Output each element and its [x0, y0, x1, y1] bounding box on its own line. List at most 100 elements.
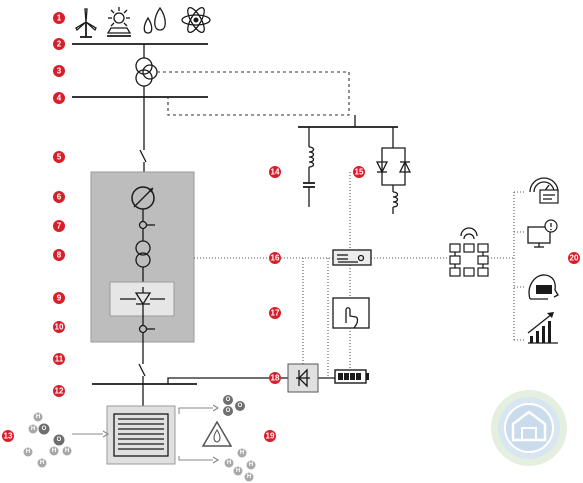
svg-text:4: 4: [57, 94, 62, 103]
dc-feed-to-rectifier: [167, 377, 288, 384]
svg-text:O: O: [57, 437, 62, 443]
oxygen-atom: O: [223, 406, 233, 416]
inductor-icon: [303, 127, 315, 207]
growth-chart-icon: [527, 312, 558, 344]
svg-text:2: 2: [57, 40, 62, 49]
svg-text:H: H: [236, 468, 240, 474]
oxygen-atom: O: [223, 395, 233, 405]
svg-text:O: O: [226, 408, 231, 414]
hydrogen-output-arrow: [178, 456, 220, 464]
oxygen-molecules: O O O: [223, 395, 245, 416]
svg-text:O: O: [42, 426, 47, 432]
svg-text:11: 11: [55, 355, 64, 364]
svg-text:1: 1: [57, 14, 62, 23]
badge-2: 2: [53, 38, 65, 50]
hydrogen-atom: H: [237, 448, 247, 458]
svg-text:H: H: [31, 426, 35, 432]
hydrogen-molecules: H H H H H: [224, 448, 256, 482]
atom-icon: [181, 6, 211, 34]
controller-icon: [332, 249, 372, 266]
svg-text:14: 14: [271, 168, 280, 177]
network-icon: [449, 227, 489, 277]
svg-text:6: 6: [57, 193, 62, 202]
badge-11: 11: [53, 353, 65, 365]
svg-text:10: 10: [55, 323, 64, 332]
alert-monitor-icon: [527, 219, 558, 248]
badge-19: 19: [264, 430, 276, 442]
badge-16: 16: [269, 252, 281, 264]
hydrogen-atom: H: [37, 458, 47, 468]
svg-text:17: 17: [271, 309, 280, 318]
transformer-icon: [135, 57, 158, 87]
hydrogen-atom: H: [33, 412, 43, 422]
hydrogen-atom: H: [233, 466, 243, 476]
svg-text:9: 9: [57, 294, 62, 303]
touch-panel-icon: [332, 297, 370, 329]
svg-text:20: 20: [570, 254, 579, 263]
badge-4: 4: [53, 92, 65, 104]
badge-12: 12: [53, 385, 65, 397]
badge-13: 13: [2, 430, 14, 442]
svg-text:8: 8: [57, 251, 62, 260]
water-input-arrow: [72, 430, 110, 438]
hydrogen-atom: H: [28, 424, 38, 434]
rectifier-icon: [120, 287, 165, 316]
badge-14: 14: [269, 166, 281, 178]
badge-6: 6: [53, 191, 65, 203]
hydrogen-atom: H: [244, 472, 254, 482]
svg-text:12: 12: [55, 387, 64, 396]
badge-1: 1: [53, 12, 65, 24]
hmi-panel-icon: [287, 363, 319, 393]
badge-8: 8: [53, 249, 65, 261]
svg-text:18: 18: [271, 374, 280, 383]
badge-20: 20: [568, 252, 580, 264]
svg-text:H: H: [227, 460, 231, 466]
water-drops-icon: [143, 6, 166, 34]
svg-text:O: O: [226, 397, 231, 403]
svg-text:H: H: [247, 474, 251, 480]
badge-5: 5: [53, 151, 65, 163]
gauge-monitor-icon: [529, 177, 559, 204]
svg-text:O: O: [238, 403, 243, 409]
oxygen-output-arrow: [178, 404, 220, 414]
badge-17: 17: [269, 307, 281, 319]
svg-text:5: 5: [57, 153, 62, 162]
watermark-logo: [491, 390, 567, 466]
svg-text:16: 16: [271, 254, 280, 263]
hydrogen-atom: H: [62, 446, 72, 456]
badge-3: 3: [53, 65, 65, 77]
oxygen-atom: O: [53, 434, 65, 446]
svg-text:H: H: [52, 448, 56, 454]
svg-text:15: 15: [355, 168, 364, 177]
vr-headset-icon: [528, 274, 559, 300]
water-molecules: H H O H O H H H: [23, 412, 72, 468]
hydrogen-atom: H: [49, 446, 59, 456]
oxygen-atom: O: [235, 401, 245, 411]
svg-text:7: 7: [57, 222, 62, 231]
svg-text:H: H: [249, 462, 253, 468]
badge-9: 9: [53, 292, 65, 304]
svg-text:H: H: [36, 414, 40, 420]
transformer-control-line: [157, 71, 350, 116]
svg-text:13: 13: [4, 432, 13, 441]
badge-10: 10: [53, 321, 65, 333]
badge-7: 7: [53, 220, 65, 232]
oxygen-atom: O: [38, 423, 50, 435]
badge-15: 15: [353, 166, 365, 178]
svg-text:H: H: [65, 448, 69, 454]
battery-icon: [334, 369, 369, 384]
hydrogen-atom: H: [23, 447, 33, 457]
badge-18: 18: [269, 372, 281, 384]
svg-text:19: 19: [266, 432, 275, 441]
wind-turbine-icon: [75, 8, 97, 38]
solar-icon: [106, 7, 132, 37]
svg-text:H: H: [40, 460, 44, 466]
svg-text:H: H: [240, 450, 244, 456]
flame-warning-icon: [201, 420, 233, 447]
hydrogen-atom: H: [224, 458, 234, 468]
thyristor-icon: [375, 127, 412, 214]
svg-text:H: H: [26, 449, 30, 455]
svg-text:3: 3: [57, 67, 62, 76]
electrolyzer-icon: [106, 405, 176, 465]
